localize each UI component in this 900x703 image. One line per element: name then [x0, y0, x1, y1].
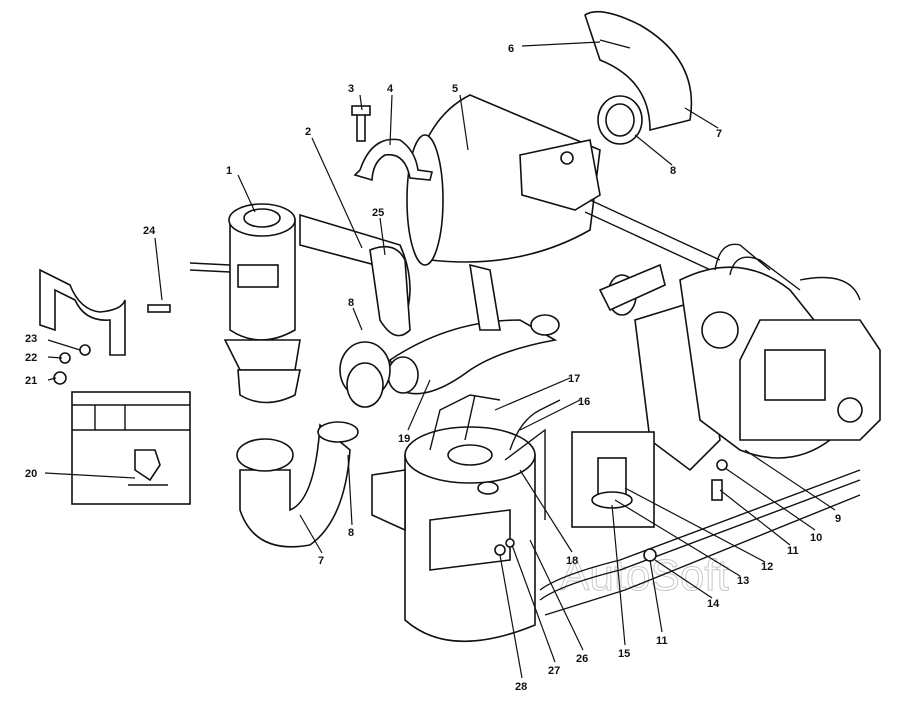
callout-9: 9 — [835, 513, 841, 525]
callout-20: 20 — [25, 468, 37, 480]
callout-22: 22 — [25, 352, 37, 364]
callout-8: 8 — [670, 165, 676, 177]
drain-inset — [71, 391, 191, 505]
callout-13: 13 — [737, 575, 749, 587]
callout-labels: 1 2 3 4 5 6 7 8 24 25 8 23 22 21 20 19 1… — [25, 43, 841, 693]
intake-pipe — [299, 213, 411, 337]
callout-2: 2 — [305, 126, 311, 138]
callout-10: 10 — [810, 532, 822, 544]
callout-8: 8 — [348, 527, 354, 539]
air-filter — [189, 203, 301, 404]
callout-28: 28 — [515, 681, 527, 693]
callout-6: 6 — [508, 43, 514, 55]
mounting-bracket — [39, 268, 171, 385]
callout-27: 27 — [548, 665, 560, 677]
callout-14: 14 — [707, 598, 720, 610]
callout-24: 24 — [143, 225, 156, 237]
callout-17: 17 — [568, 373, 580, 385]
callout-11: 11 — [656, 635, 668, 647]
bracket-clamp — [351, 105, 433, 182]
callout-26: 26 — [576, 653, 588, 665]
callout-18: 18 — [566, 555, 578, 567]
hose-19 — [339, 263, 666, 408]
callout-7: 7 — [318, 555, 324, 567]
callout-19: 19 — [398, 433, 410, 445]
callout-21: 21 — [25, 375, 37, 387]
heater-unit — [634, 243, 881, 472]
callout-1: 1 — [226, 165, 232, 177]
callout-15: 15 — [618, 648, 630, 660]
callout-3: 3 — [348, 83, 354, 95]
callout-16: 16 — [578, 396, 590, 408]
fuel-pump-inset — [539, 431, 861, 616]
callout-8: 8 — [348, 297, 354, 309]
callout-11: 11 — [787, 545, 799, 557]
hose-7-bottom — [236, 421, 359, 548]
callout-4: 4 — [387, 83, 394, 95]
callout-23: 23 — [25, 333, 37, 345]
silencer — [406, 94, 721, 273]
heater-body — [371, 394, 561, 643]
hose-top-right — [584, 10, 693, 145]
callout-7: 7 — [716, 128, 722, 140]
callout-5: 5 — [452, 83, 458, 95]
leader-lines — [44, 41, 836, 679]
callout-25: 25 — [372, 207, 384, 219]
callout-12: 12 — [761, 561, 773, 573]
